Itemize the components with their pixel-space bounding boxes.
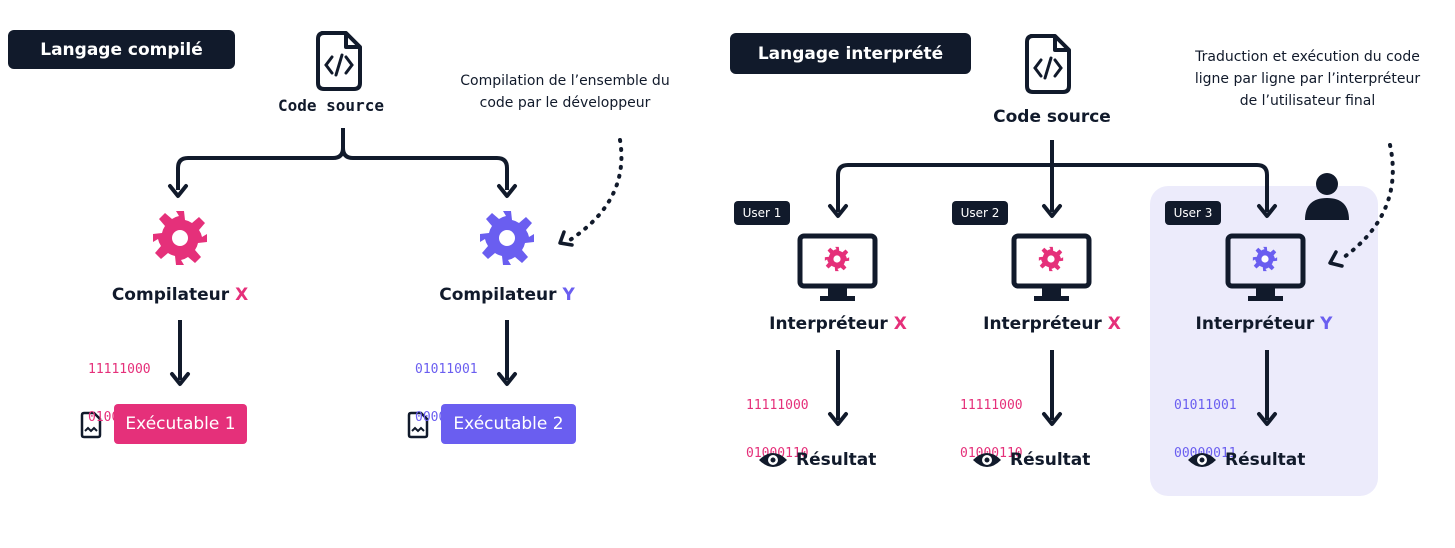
code-file-icon xyxy=(316,31,362,91)
executable-2: Exécutable 2 xyxy=(441,404,576,444)
monitor-icon xyxy=(1011,233,1092,301)
binary-output-user-1: 11111000 01000110 xyxy=(746,398,809,461)
interpreted-source-label: Code source xyxy=(993,107,1111,127)
interpreter-2-label: Interpréteur X xyxy=(983,314,1121,334)
user-1-tag: User 1 xyxy=(734,201,790,225)
eye-icon xyxy=(759,453,787,467)
compiler-x-label: Compilateur X xyxy=(111,285,249,305)
gear-icon xyxy=(1252,246,1278,272)
user-2-tag: User 2 xyxy=(952,201,1008,225)
gear-icon xyxy=(1038,246,1064,272)
interpreter-1-label: Interpréteur X xyxy=(769,314,907,334)
binary-output-user-2: 11111000 01000110 xyxy=(960,398,1023,461)
document-icon xyxy=(407,411,429,439)
document-icon xyxy=(80,411,102,439)
eye-icon xyxy=(1188,453,1216,467)
split-connector xyxy=(176,128,345,190)
user-3-tag: User 3 xyxy=(1165,201,1221,225)
executable-1: Exécutable 1 xyxy=(114,404,247,444)
result-user-1: Résultat xyxy=(758,450,876,470)
compiler-y-label: Compilateur Y xyxy=(439,285,575,305)
gear-icon xyxy=(824,246,850,272)
result-user-3: Résultat xyxy=(1187,450,1305,470)
code-file-icon xyxy=(1025,34,1071,94)
monitor-icon xyxy=(1225,233,1306,301)
interpreted-title: Langage interprété xyxy=(730,33,971,74)
compiled-title: Langage compilé xyxy=(8,30,235,69)
user-icon xyxy=(1305,173,1349,220)
gear-icon xyxy=(480,211,534,265)
result-user-2: Résultat xyxy=(972,450,1090,470)
interpreted-note: Traduction et exécution du code ligne pa… xyxy=(1194,49,1421,109)
compiled-note: Compilation de l’ensemble du code par le… xyxy=(460,73,670,111)
interpreter-3-label: Interpréteur Y xyxy=(1195,314,1333,334)
gear-icon xyxy=(153,211,207,265)
eye-icon xyxy=(973,453,1001,467)
monitor-icon xyxy=(797,233,878,301)
compiled-source-label: Code source xyxy=(278,96,384,115)
